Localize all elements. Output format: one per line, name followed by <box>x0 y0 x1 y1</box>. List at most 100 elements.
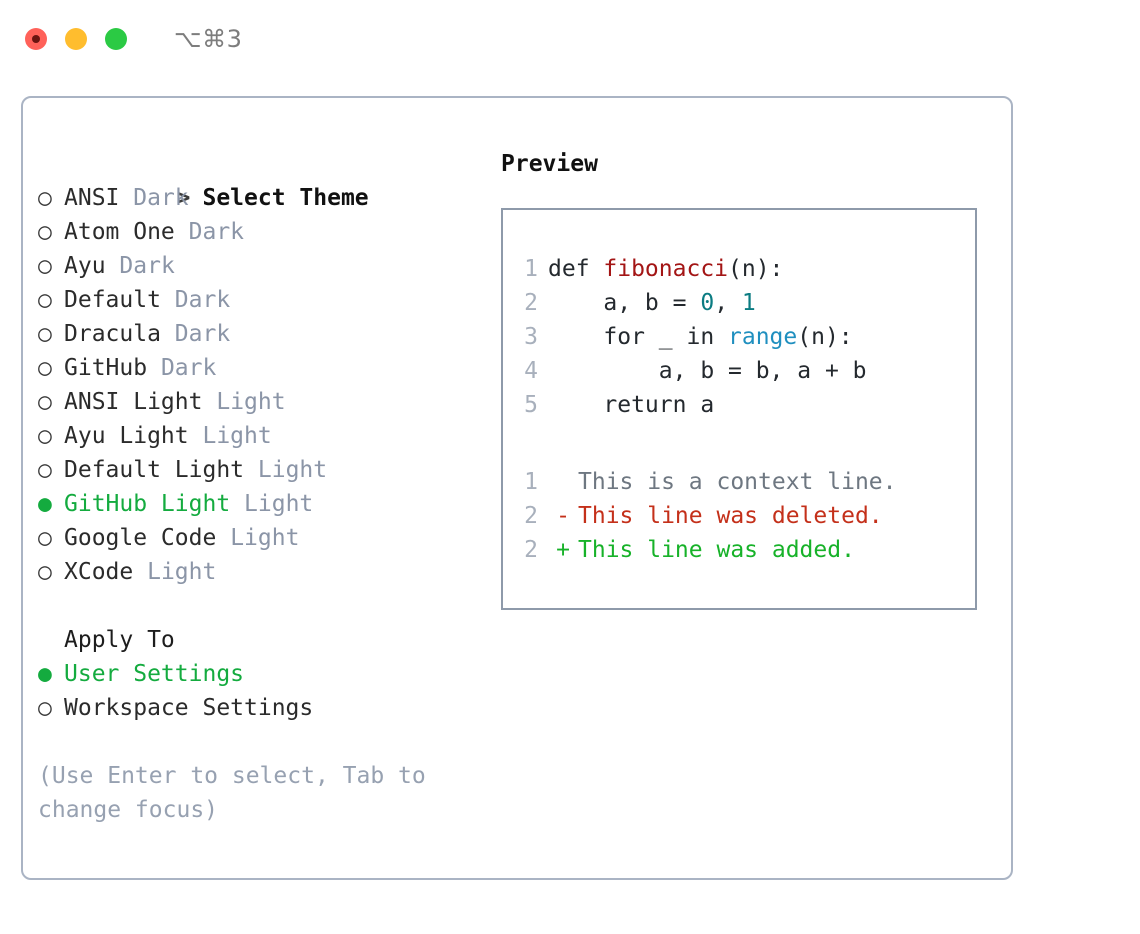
code-line: 4 a, b = b, a + b <box>516 354 866 388</box>
theme-option-atom-one[interactable]: ○Atom One Dark <box>38 215 488 249</box>
theme-selector-panel: >Select Theme ○ANSI Dark○Atom One Dark○A… <box>21 96 1013 880</box>
theme-variant-tag: Light <box>147 559 217 585</box>
close-window-button[interactable] <box>25 28 47 50</box>
radio-unselected-icon: ○ <box>38 389 52 415</box>
minimize-window-button[interactable] <box>65 28 87 50</box>
theme-option-label: Default Light <box>64 457 245 483</box>
code-token-kw: range <box>728 324 798 350</box>
theme-option-label: ANSI Light <box>64 389 203 415</box>
theme-variant-tag: Light <box>257 457 328 483</box>
radio-unselected-icon: ○ <box>38 695 52 721</box>
code-token-num: 0 <box>700 290 715 316</box>
theme-variant-tag: Light <box>244 491 314 517</box>
radio-unselected-icon: ○ <box>38 355 52 381</box>
theme-option-github-light[interactable]: ● GitHub Light Light <box>38 487 488 521</box>
theme-option-label: Dracula <box>64 321 161 347</box>
hint-spacer <box>38 725 488 759</box>
code-token-plain: (n): <box>797 324 853 350</box>
diff-sample: 1 This is a context line.2-This line was… <box>516 465 897 567</box>
window-titlebar: ⌥⌘3 <box>0 0 1140 78</box>
diff-line-del: 2-This line was deleted. <box>516 499 897 533</box>
diff-sign-marker: + <box>556 537 570 563</box>
code-line-number: 2 <box>524 290 538 316</box>
code-line-number: 3 <box>524 324 538 350</box>
diff-line-number: 1 <box>524 469 538 495</box>
code-line: 2 a, b = 0, 1 <box>516 286 867 320</box>
theme-option-label: GitHub Light <box>64 491 231 517</box>
diff-line-text: This line was deleted. <box>578 503 883 529</box>
theme-option-github[interactable]: ○ GitHub Dark <box>38 351 488 385</box>
theme-option-ayu[interactable]: ○Ayu Dark <box>38 249 488 283</box>
theme-variant-tag: Dark <box>174 287 231 313</box>
diff-line-number: 2 <box>524 537 538 563</box>
diff-sign-marker <box>548 465 578 499</box>
theme-option-default[interactable]: ○ Default Dark <box>38 283 488 317</box>
code-token-num: 1 <box>741 290 756 316</box>
apply-to-option-label: Workspace Settings <box>64 695 314 721</box>
code-token-plain: return a <box>548 392 715 418</box>
diff-line-text: This line was added. <box>578 537 855 563</box>
theme-option-label: Atom One <box>64 219 175 245</box>
diff-line-text: This is a context line. <box>578 469 897 495</box>
theme-option-dracula[interactable]: ○ Dracula Dark <box>38 317 488 351</box>
theme-option-ansi-light[interactable]: ○ ANSI Light Light <box>38 385 488 419</box>
theme-option-xcode[interactable]: ○ XCode Light <box>38 555 488 589</box>
radio-unselected-icon: ○ <box>38 423 52 449</box>
radio-unselected-icon: ○ <box>38 287 52 313</box>
theme-variant-tag: Dark <box>188 219 245 245</box>
code-token-plain: , <box>714 290 742 316</box>
theme-options-list: ○ANSI Dark○Atom One Dark○Ayu Dark○Defaul… <box>38 181 488 589</box>
code-token-plain: (n): <box>728 256 784 282</box>
theme-list-header-label: Select Theme <box>202 185 369 211</box>
theme-variant-tag: Dark <box>160 355 217 381</box>
theme-variant-tag: Dark <box>133 185 189 211</box>
maximize-window-button[interactable] <box>105 28 127 50</box>
keyboard-shortcut-label: ⌥⌘3 <box>174 25 243 53</box>
apply-to-options-list: ● User Settings ○ Workspace Settings <box>38 657 488 725</box>
code-line: 3 for _ in range(n): <box>516 320 867 354</box>
theme-option-label: XCode <box>64 559 134 585</box>
diff-line-ctx: 1 This is a context line. <box>516 465 897 499</box>
radio-unselected-icon: ○ <box>38 559 52 585</box>
theme-variant-tag: Light <box>202 423 272 449</box>
radio-unselected-icon: ○ <box>38 321 52 347</box>
theme-option-default-light[interactable]: ○ Default Light Light <box>38 453 488 487</box>
preview-title: Preview <box>501 151 598 177</box>
theme-option-label: GitHub <box>64 355 148 381</box>
theme-option-google-code[interactable]: ○Google Code Light <box>38 521 488 555</box>
keyboard-hint-text: (Use Enter to select, Tab to change focu… <box>38 763 426 823</box>
list-spacer <box>38 589 488 623</box>
theme-variant-tag: Dark <box>174 321 231 347</box>
theme-option-label: Ayu Light <box>64 423 189 449</box>
apply-to-option-workspace-settings[interactable]: ○ Workspace Settings <box>38 691 488 725</box>
radio-unselected-icon: ○ <box>38 253 52 279</box>
prompt-caret-icon: > <box>176 185 191 211</box>
code-line-number: 4 <box>524 358 538 384</box>
theme-option-label: Default <box>64 287 161 313</box>
radio-unselected-icon: ○ <box>38 185 52 211</box>
apply-to-option-user-settings[interactable]: ● User Settings <box>38 657 488 691</box>
theme-option-ansi[interactable]: ○ ANSI Dark <box>38 181 488 215</box>
apply-to-label: Apply To <box>64 627 175 653</box>
apply-to-option-label: User Settings <box>64 661 245 687</box>
code-token-plain: def <box>548 256 604 282</box>
theme-list-column: >Select Theme ○ANSI Dark○Atom One Dark○A… <box>38 147 488 827</box>
radio-selected-icon: ● <box>38 661 52 687</box>
diff-line-number: 2 <box>524 503 538 529</box>
code-line: 5 return a <box>516 388 867 422</box>
radio-unselected-icon: ○ <box>38 457 52 483</box>
diff-sign-marker: - <box>556 503 570 529</box>
theme-variant-tag: Dark <box>119 253 175 279</box>
radio-unselected-icon: ○ <box>38 525 52 551</box>
theme-option-label: ANSI <box>64 185 120 211</box>
theme-list-header: > Select Theme <box>38 147 488 211</box>
theme-variant-tag: Light <box>216 389 286 415</box>
code-line-number: 1 <box>524 256 538 282</box>
radio-selected-icon: ● <box>38 491 52 517</box>
theme-option-ayu-light[interactable]: ○ Ayu Light Light <box>38 419 488 453</box>
